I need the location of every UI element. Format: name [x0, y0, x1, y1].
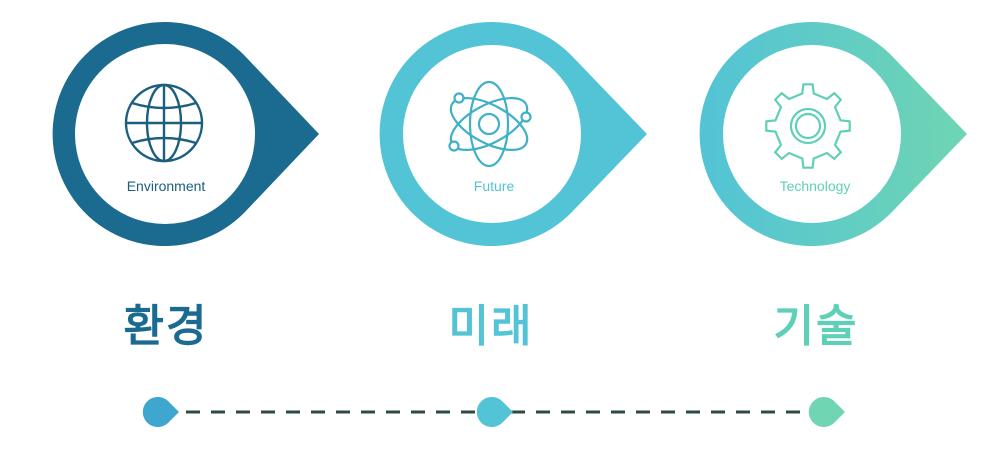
gear-icon — [765, 83, 851, 169]
timeline-dot-future — [476, 396, 513, 427]
timeline-dot-environment — [142, 396, 179, 427]
title-environment: 환경 — [123, 301, 209, 352]
label-future: Future — [474, 178, 515, 194]
timeline — [142, 396, 845, 427]
atom-icon — [448, 80, 532, 168]
label-environment: Environment — [127, 178, 206, 194]
pin-environment: Environment — [52, 21, 319, 246]
timeline-dot-technology — [808, 396, 845, 427]
title-future: 미래 — [448, 301, 534, 352]
label-technology: Technology — [780, 178, 851, 194]
pin-technology: Technology — [699, 21, 967, 246]
globe-icon — [124, 83, 204, 163]
pin-future: Future — [379, 21, 647, 246]
title-technology: 기술 — [773, 301, 859, 352]
